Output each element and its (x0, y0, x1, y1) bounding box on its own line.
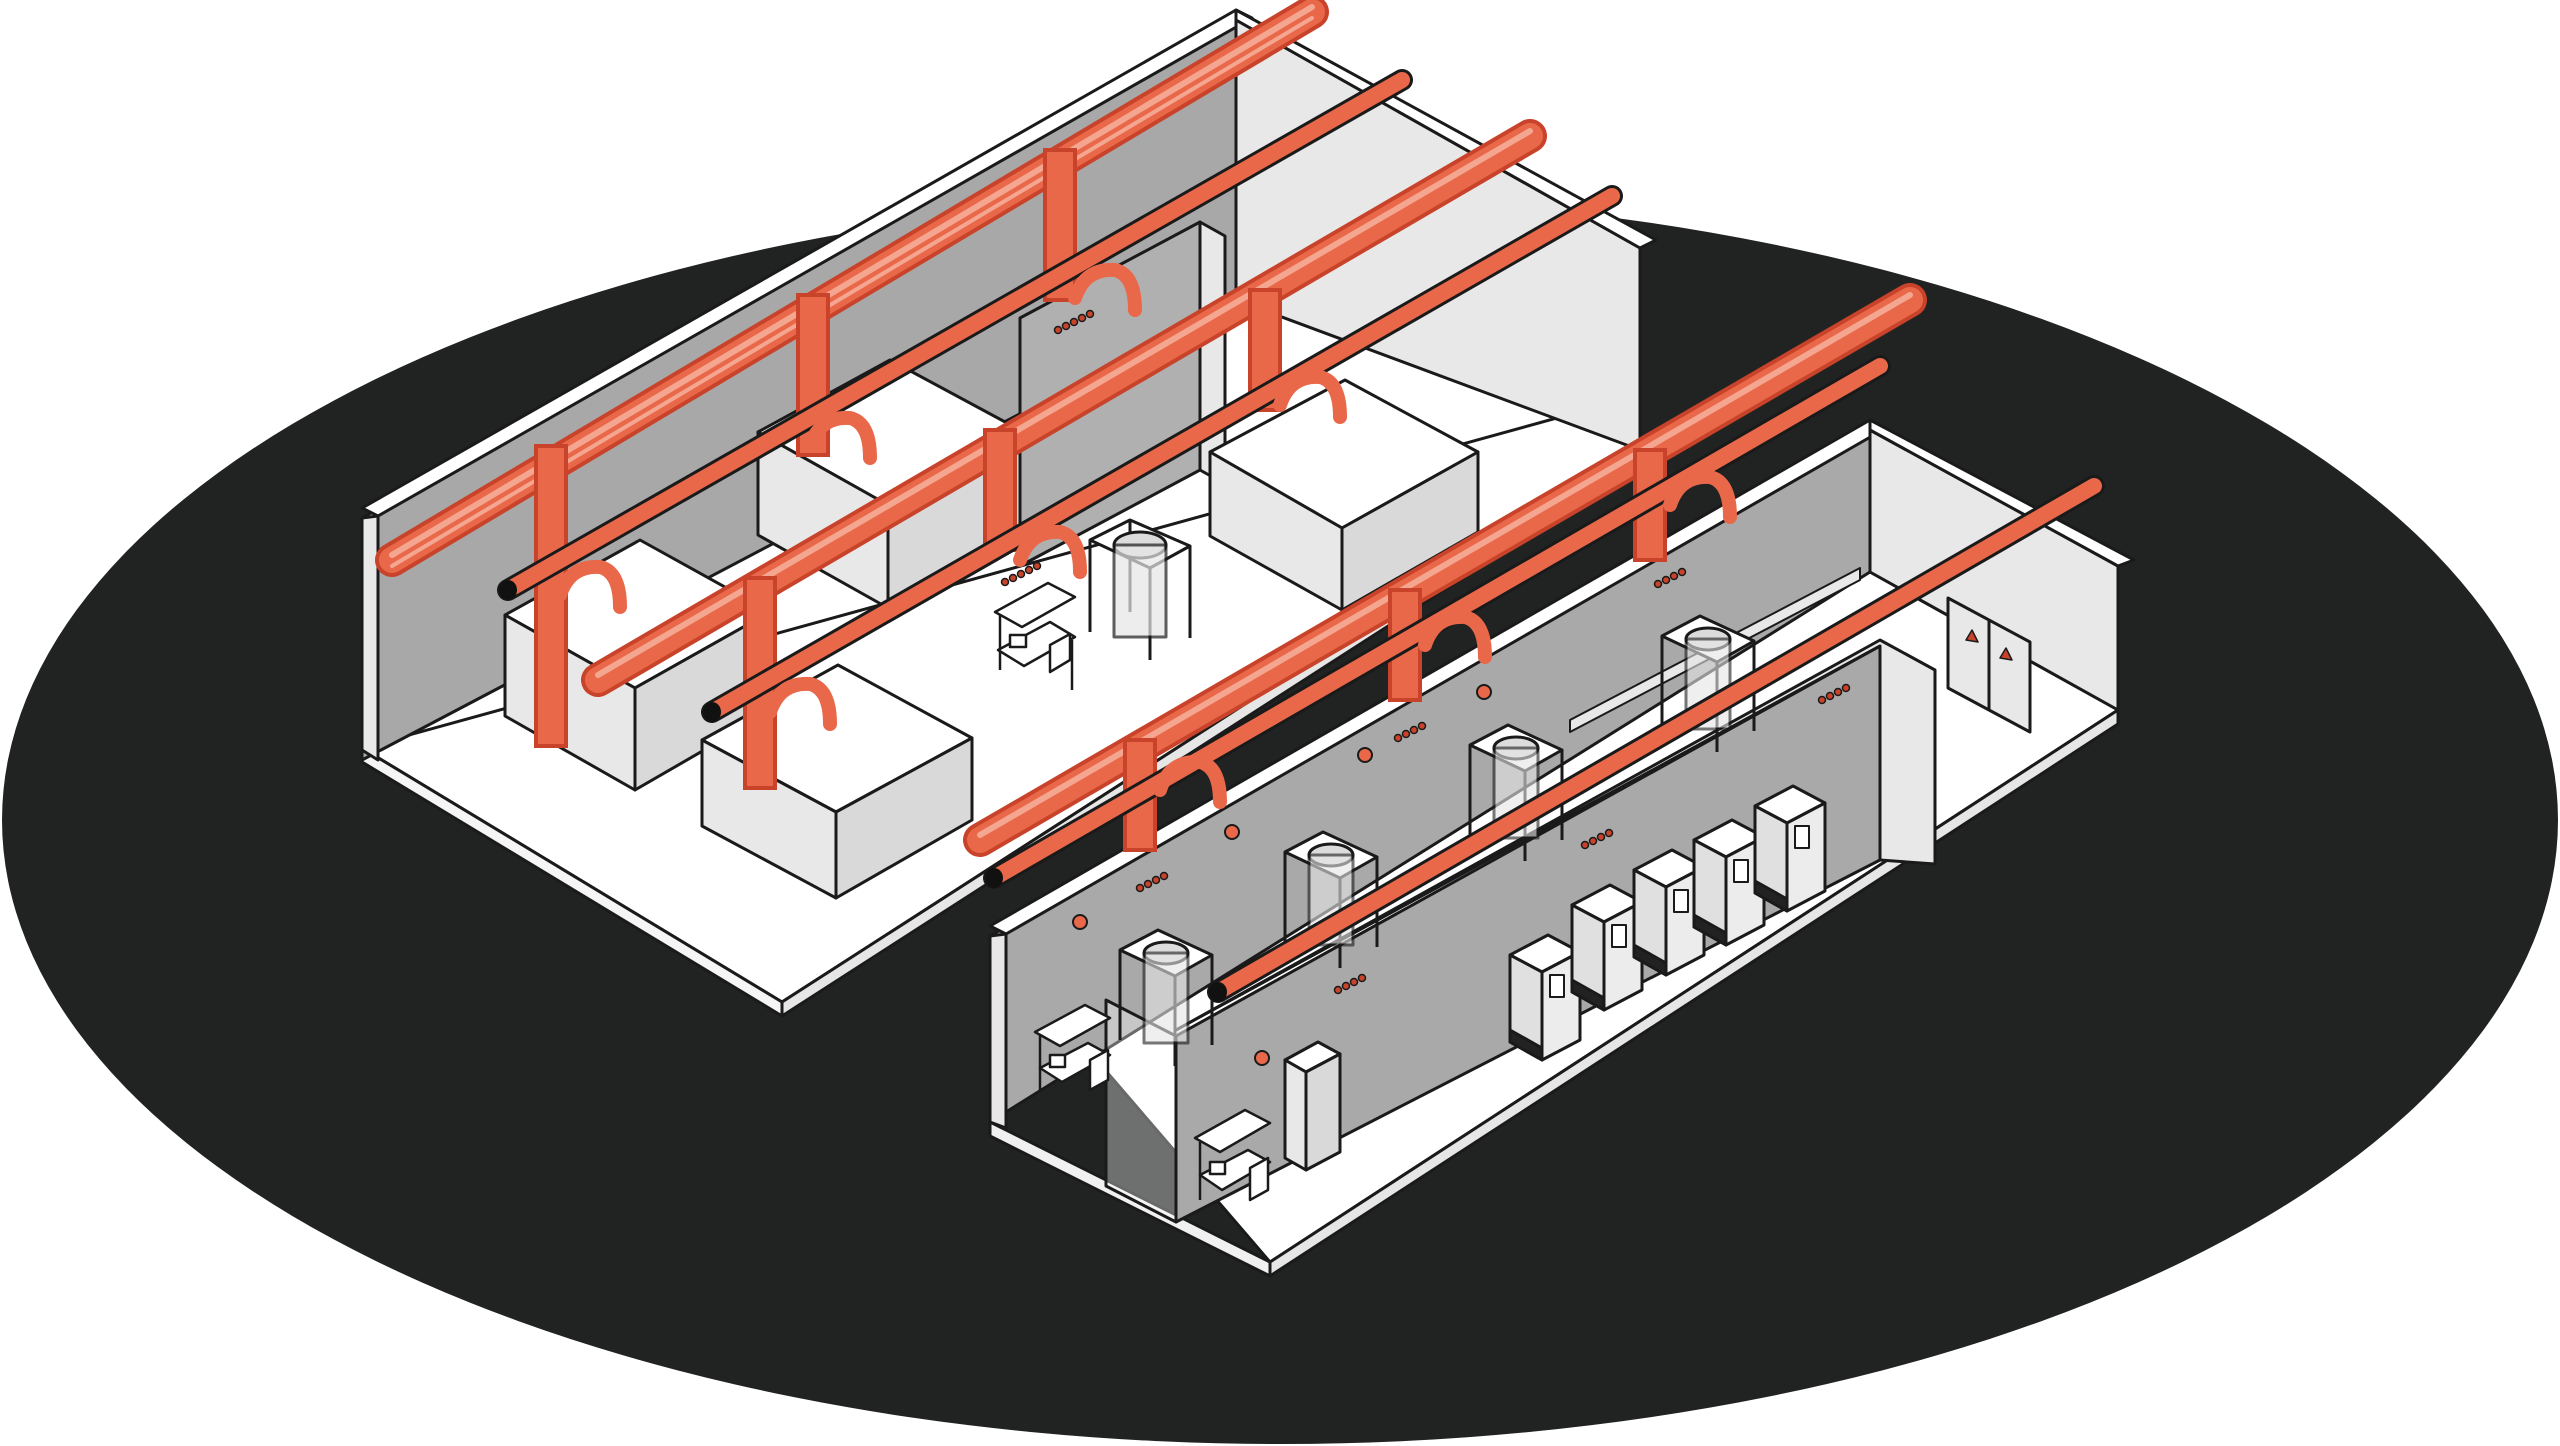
electrical-panel-icon (1283, 1040, 1342, 1172)
duct-pipe-4 (1207, 475, 2105, 1003)
storage-cabinet-icon (1508, 933, 1582, 1062)
electrical-panel-icon (1946, 596, 2032, 734)
sprinkler-heads (1072, 684, 1492, 1066)
workstation-icon (1033, 1003, 1112, 1092)
process-hall-left-wall (360, 514, 380, 762)
cleanroom-booth-icon (1118, 928, 1214, 1066)
lab-ducts (963, 283, 2105, 1003)
lab-vent-grilles (1135, 567, 1851, 995)
duct-pipe-2 (701, 185, 1623, 731)
storage-cabinet-icon (1753, 784, 1827, 913)
workstation-icon (1193, 1108, 1272, 1202)
vent-grilles (1000, 309, 1095, 587)
storage-cabinet-icon (1570, 883, 1644, 1012)
equipment-block-4 (1208, 378, 1480, 612)
cleanroom-booth-icon (1088, 518, 1192, 660)
duct-pipe-3 (983, 355, 1891, 889)
storage-cabinets (1508, 784, 1827, 1062)
duct-pipe-1 (497, 69, 1413, 614)
duct-bundle-3 (963, 283, 1927, 857)
workstation-icon (993, 581, 1077, 690)
lab-left-wall (988, 932, 1008, 1130)
hvac-duct-icon (375, 0, 1623, 790)
